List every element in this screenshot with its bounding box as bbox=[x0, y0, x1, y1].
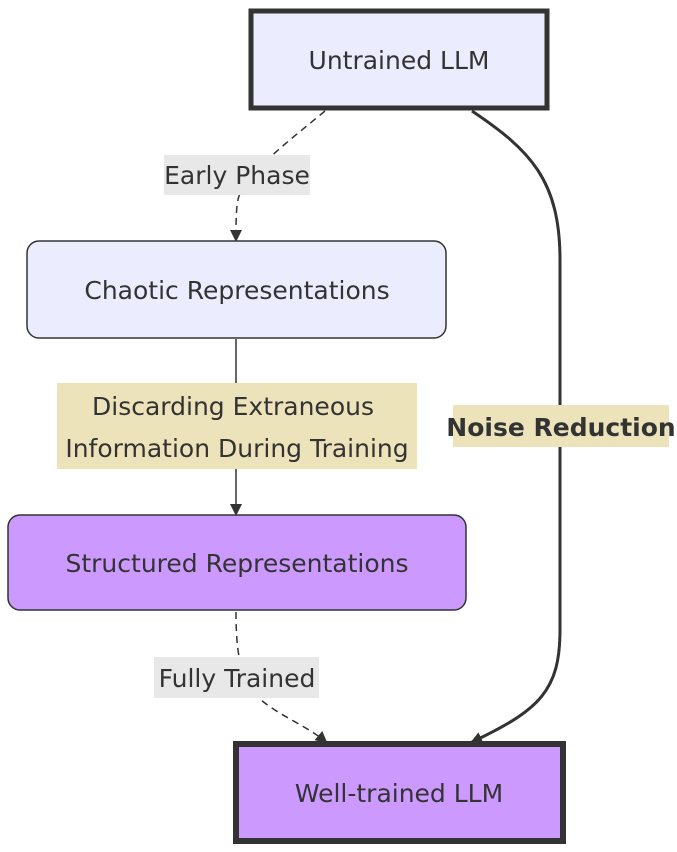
edge-label-fully-trained: Fully Trained bbox=[154, 657, 319, 698]
node-chaotic-representations-label: Chaotic Representations bbox=[84, 276, 389, 305]
edge-label-discarding-line1: Discarding Extraneous bbox=[92, 392, 374, 421]
edge-noise-reduction bbox=[470, 109, 562, 744]
node-well-trained-llm: Well-trained LLM bbox=[233, 741, 566, 844]
edge-label-discarding-line2: Information During Training bbox=[65, 434, 408, 463]
node-well-trained-llm-label: Well-trained LLM bbox=[295, 779, 503, 808]
edge-label-early-phase: Early Phase bbox=[164, 155, 310, 195]
edge-label-noise-reduction: Noise Reduction bbox=[446, 405, 676, 447]
node-chaotic-representations: Chaotic Representations bbox=[26, 240, 447, 339]
edge-label-early-phase-text: Early Phase bbox=[164, 161, 310, 190]
node-untrained-llm-label: Untrained LLM bbox=[309, 46, 490, 75]
edge-label-fully-trained-text: Fully Trained bbox=[159, 664, 316, 693]
node-untrained-llm: Untrained LLM bbox=[248, 8, 550, 111]
edge-fully-trained bbox=[235, 611, 328, 744]
edge-label-noise-reduction-text: Noise Reduction bbox=[446, 413, 675, 442]
edge-label-discarding: Discarding Extraneous Information During… bbox=[57, 383, 417, 469]
node-structured-representations: Structured Representations bbox=[7, 514, 467, 611]
node-structured-representations-label: Structured Representations bbox=[65, 549, 408, 578]
